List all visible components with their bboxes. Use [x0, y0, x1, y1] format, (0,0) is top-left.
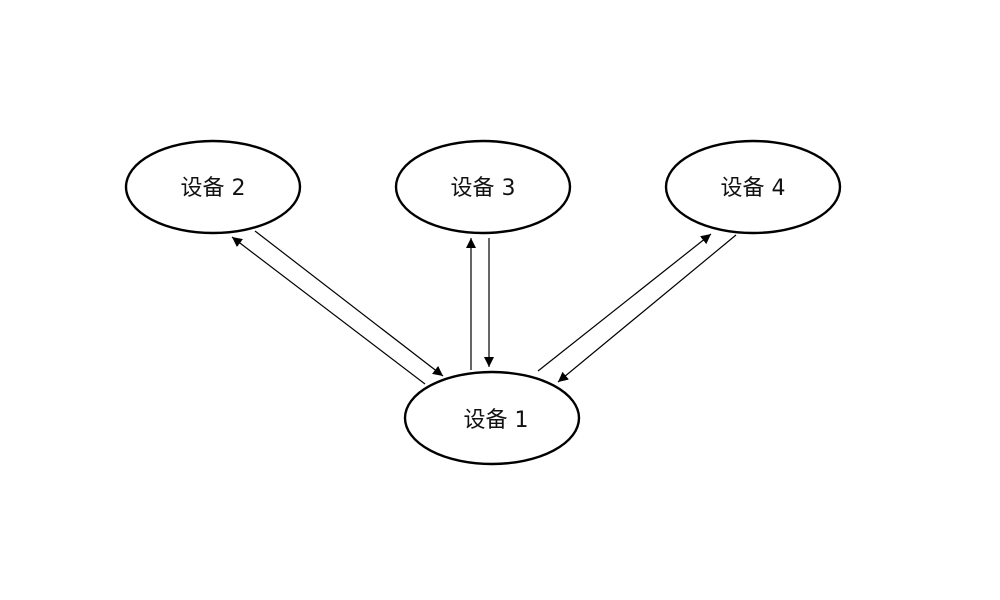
- edge-device4-to-device1: [557, 234, 737, 383]
- edge-device2-to-device1: [254, 230, 444, 377]
- edge-device1-to-device2: [231, 236, 426, 385]
- node-label-device-2: 设备 2: [181, 176, 246, 201]
- edge-device1-to-device4: [537, 233, 712, 372]
- node-device-2: 设备 2: [124, 139, 302, 235]
- node-device-4: 设备 4: [664, 139, 842, 235]
- node-device-3: 设备 3: [394, 139, 572, 235]
- node-label-device-4: 设备 4: [721, 176, 786, 201]
- node-device-1: 设备 1: [403, 370, 581, 466]
- node-label-device-3: 设备 3: [451, 176, 516, 201]
- node-label-device-1: 设备 1: [464, 408, 529, 433]
